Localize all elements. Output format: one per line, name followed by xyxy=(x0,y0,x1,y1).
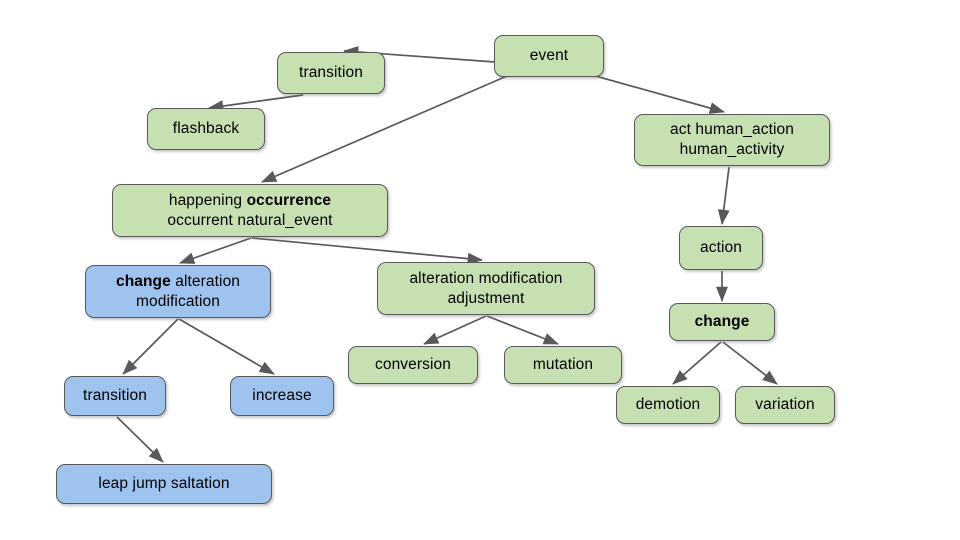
node-transition_top[interactable]: transition xyxy=(277,52,385,94)
node-label-line: mutation xyxy=(532,356,594,374)
node-label-line: human_activity xyxy=(679,141,785,158)
node-label-line: conversion xyxy=(375,356,451,374)
edge-event-to-act_human_action xyxy=(591,74,725,114)
node-label-line: transition xyxy=(299,64,363,82)
node-label-flashback: flashback xyxy=(154,119,258,139)
node-label-happening: happening occurrence occurrent natural_ev… xyxy=(119,191,381,231)
node-label-increase: increase xyxy=(237,386,327,406)
node-label-line: event xyxy=(529,47,569,65)
edge-happening-to-alteration_modification xyxy=(251,237,484,265)
node-label-line: modification xyxy=(136,292,220,310)
node-label-line: alteration modification xyxy=(409,269,563,287)
node-variation[interactable]: variation xyxy=(735,386,835,424)
node-increase[interactable]: increase xyxy=(230,376,334,416)
node-label-line: action xyxy=(700,239,742,257)
node-mutation[interactable]: mutation xyxy=(504,346,622,384)
node-happening[interactable]: happening occurrence occurrent natural_ev… xyxy=(112,184,388,237)
node-action[interactable]: action xyxy=(679,226,763,270)
node-label-line: act human_action xyxy=(670,121,794,139)
node-label-variation: variation xyxy=(742,395,828,415)
node-label-line: adjustment xyxy=(447,289,525,307)
node-flashback[interactable]: flashback xyxy=(147,108,265,150)
node-act_human_action[interactable]: act human_action human_activity xyxy=(634,114,830,166)
node-label-line: variation xyxy=(755,396,815,414)
node-label-leap_jump_saltation: leap jump saltation xyxy=(63,474,265,494)
node-label-event: event xyxy=(501,46,597,66)
node-label-line: transition xyxy=(83,387,147,405)
edge-act_human_action-to-action xyxy=(717,166,730,226)
node-label-line: change xyxy=(694,313,750,331)
node-label-line: flashback xyxy=(172,120,240,138)
edge-transition_top-to-flashback xyxy=(207,94,304,112)
node-change_bold[interactable]: change xyxy=(669,303,775,341)
edge-alteration_modification-to-mutation xyxy=(486,315,559,345)
node-label-line: happening occurrence xyxy=(168,191,332,209)
node-label-demotion: demotion xyxy=(623,395,713,415)
node-conversion[interactable]: conversion xyxy=(348,346,478,384)
edge-alteration_modification-to-conversion xyxy=(423,315,487,345)
node-alteration_modification[interactable]: alteration modification adjustment xyxy=(377,262,595,315)
node-change_alteration[interactable]: change alteration modification xyxy=(85,265,271,318)
node-label-line: change alteration xyxy=(115,272,241,290)
edge-happening-to-change_alteration xyxy=(179,237,252,264)
node-event[interactable]: event xyxy=(494,35,604,77)
node-label-line: occurrent natural_event xyxy=(167,211,333,229)
node-label-act_human_action: act human_action human_activity xyxy=(641,120,823,160)
node-label-line: demotion xyxy=(635,396,701,414)
node-label-conversion: conversion xyxy=(355,355,471,375)
node-label-action: action xyxy=(686,238,756,258)
node-label-line: increase xyxy=(252,387,312,405)
node-label-change_bold: change xyxy=(676,312,768,332)
node-label-change_alteration: change alteration modification xyxy=(92,272,264,312)
node-label-mutation: mutation xyxy=(511,355,615,375)
edge-change_alteration-to-increase xyxy=(178,318,275,375)
edge-change_alteration-to-transition_blue xyxy=(122,318,179,375)
node-label-transition_blue: transition xyxy=(71,386,159,406)
edge-transition_blue-to-leap_jump_saltation xyxy=(116,416,164,463)
edge-change_bold-to-demotion xyxy=(672,341,722,385)
edge-change_bold-to-variation xyxy=(722,341,778,385)
node-leap_jump_saltation[interactable]: leap jump saltation xyxy=(56,464,272,504)
node-label-transition_top: transition xyxy=(284,63,378,83)
node-label-alteration_modification: alteration modification adjustment xyxy=(384,269,588,309)
node-demotion[interactable]: demotion xyxy=(616,386,720,424)
node-transition_blue[interactable]: transition xyxy=(64,376,166,416)
node-label-line: leap jump saltation xyxy=(98,475,230,493)
